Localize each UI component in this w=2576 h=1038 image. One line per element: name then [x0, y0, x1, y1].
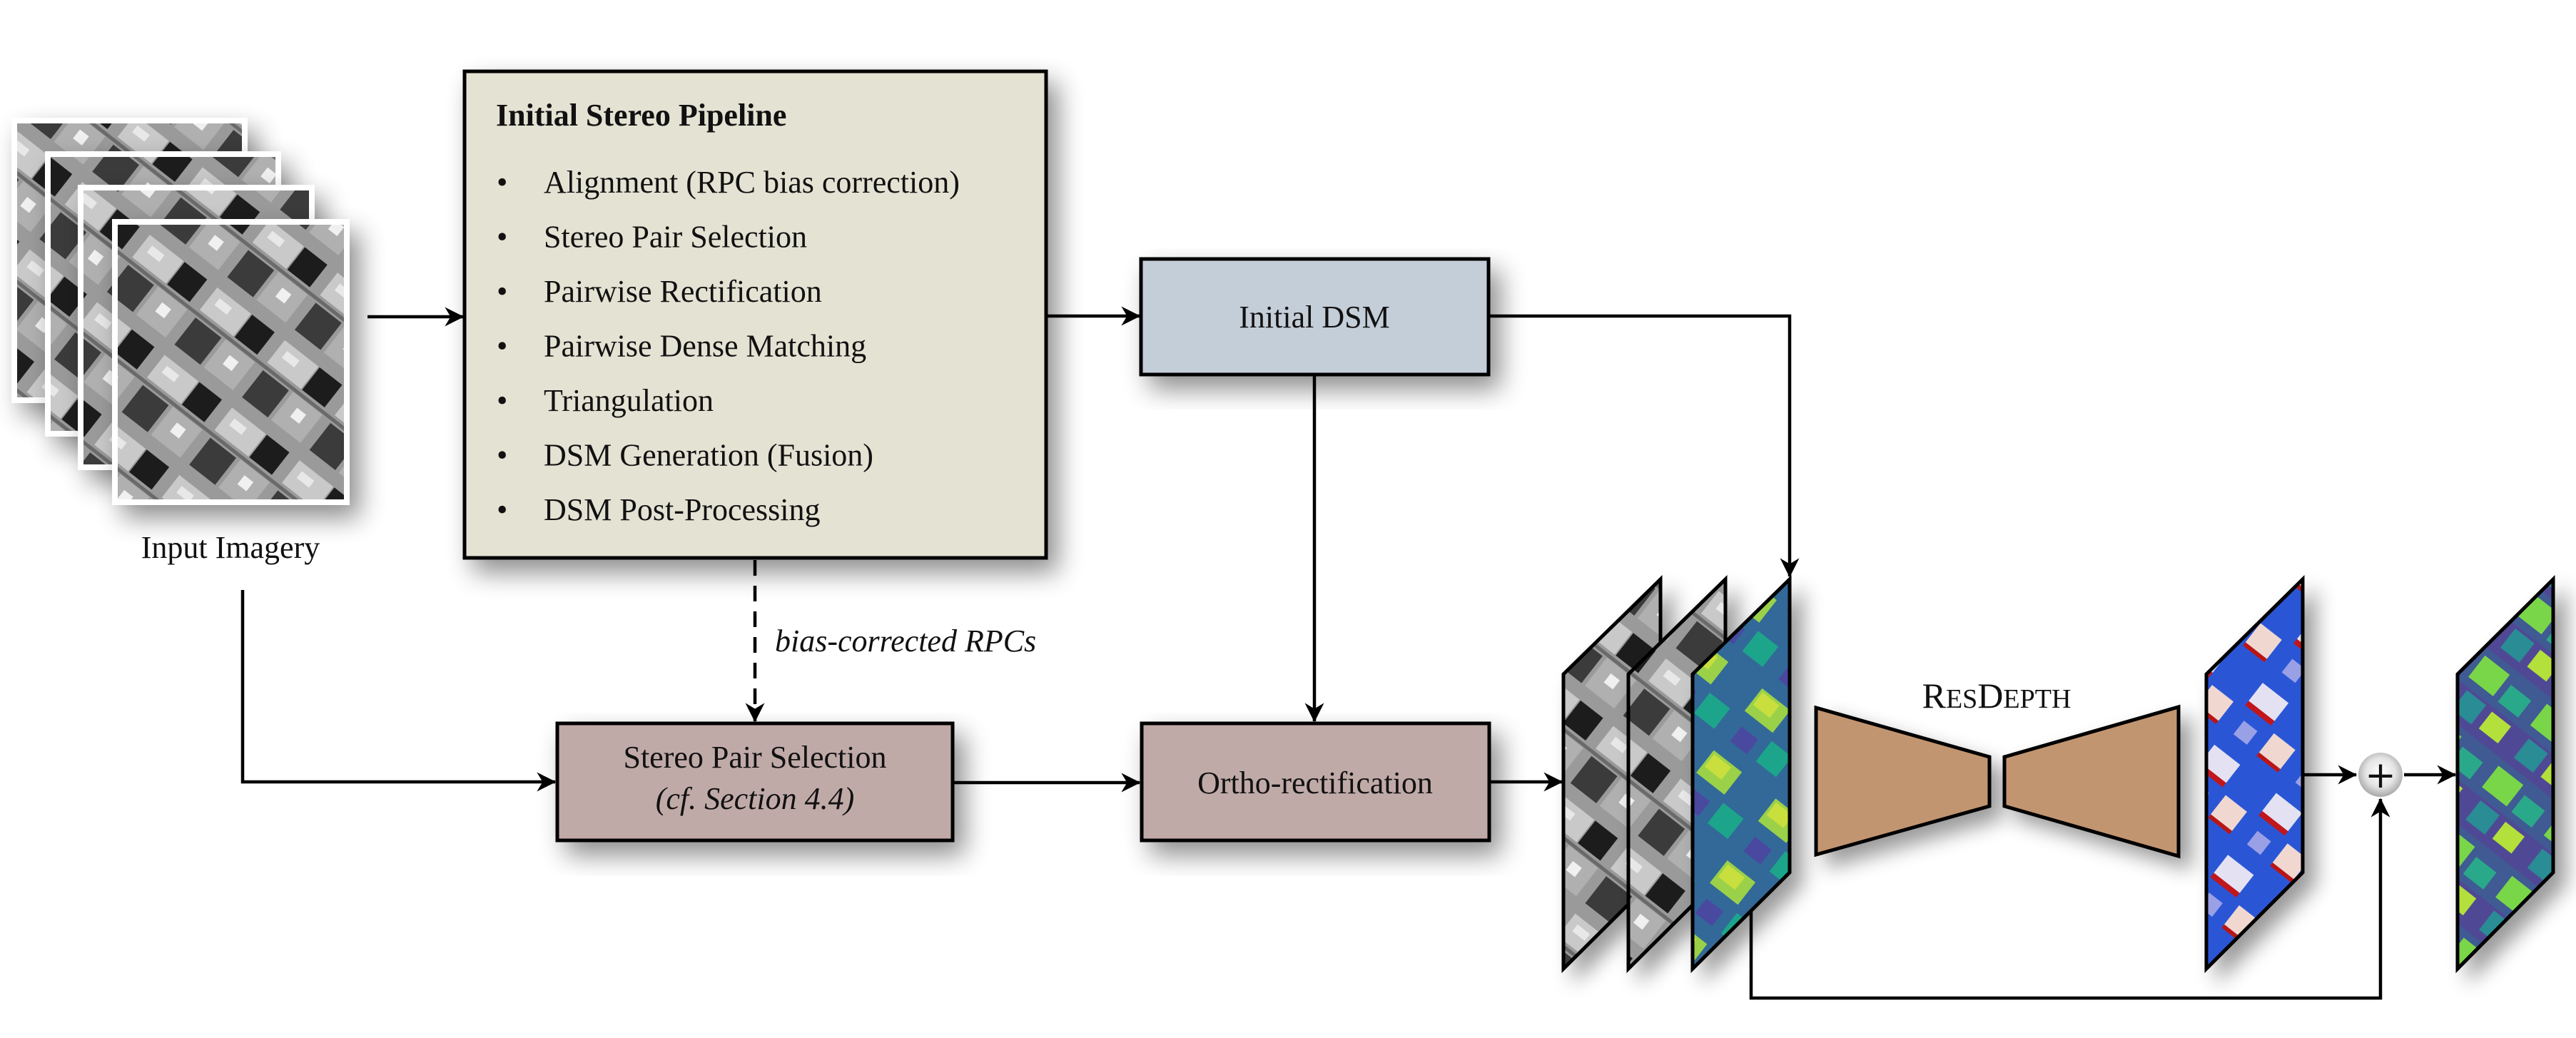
arrow-input-to-stereo-selection	[240, 590, 557, 792]
sum-circle	[2358, 753, 2403, 797]
pipeline-item-bullet: •	[497, 165, 507, 200]
plus-icon: +	[2365, 754, 2396, 797]
sum-node: +	[2358, 753, 2403, 797]
initial-dsm-box: Initial DSM	[1139, 257, 1491, 377]
pipeline-item-bullet: •	[497, 220, 507, 255]
stereo-pair-selection-box: Stereo Pair Selection (cf. Section 4.4)	[555, 721, 955, 843]
initial-dsm-layer	[1690, 575, 1792, 974]
initial-dsm-box-bg	[1139, 257, 1491, 377]
pipeline-item: DSM Post-Processing	[544, 492, 821, 527]
resdepth-label-part: ES	[1946, 684, 1977, 714]
pipeline-item: DSM Generation (Fusion)	[544, 438, 873, 473]
pipeline-item-bullet: •	[497, 383, 507, 418]
resdepth-label-part: EPTH	[2003, 684, 2071, 714]
stereo-selection-box-bg	[555, 721, 955, 843]
resdepth-label-part: R	[1922, 676, 1947, 716]
pipeline-item: Pairwise Rectification	[544, 274, 822, 309]
decoder-trapezoid	[2002, 704, 2181, 859]
ortho-rectification-label: Ortho-rectification	[1197, 765, 1433, 800]
initial-dsm-label: Initial DSM	[1239, 300, 1389, 335]
input-imagery-stack	[11, 118, 350, 505]
resdepth-network: RESDEPTH	[1814, 676, 2181, 859]
connectors	[240, 306, 2457, 1000]
pipeline-item: Stereo Pair Selection	[544, 220, 807, 255]
pipeline-box-bg	[462, 69, 1048, 560]
residual-output-layer	[2204, 575, 2305, 974]
ortho-box-bg	[1140, 721, 1491, 843]
pipeline-item-bullet: •	[497, 329, 507, 364]
pipeline-item: Pairwise Dense Matching	[544, 329, 866, 364]
refined-dsm-output-layer	[2455, 574, 2555, 974]
pipeline-title: Initial Stereo Pipeline	[496, 98, 786, 133]
arrow-initial-dsm-to-network-input	[1490, 314, 1800, 578]
resdepth-label-part: D	[1977, 676, 2003, 716]
input-imagery-label: Input Imagery	[141, 530, 320, 565]
pipeline-item-bullet: •	[497, 438, 507, 473]
skip-connection	[1749, 798, 2390, 1000]
dashed-edge-label: bias-corrected RPCs	[775, 624, 1036, 658]
pipeline-item: Alignment (RPC bias correction)	[544, 165, 960, 200]
network-input-stack	[1561, 575, 1792, 974]
pipeline-item: Triangulation	[544, 383, 714, 418]
input-image-frame	[112, 219, 350, 505]
encoder-trapezoid	[1814, 705, 1992, 858]
initial-stereo-pipeline-box: Initial Stereo Pipeline • Alignment (RPC …	[462, 69, 1048, 560]
pipeline-item-bullet: •	[497, 492, 507, 527]
resdepth-label: RESDEPTH	[1922, 676, 2072, 716]
stereo-selection-reference: (cf. Section 4.4)	[656, 781, 855, 816]
pipeline-item-bullet: •	[497, 274, 507, 309]
pipeline-item-list: • Alignment (RPC bias correction) • Stereo …	[497, 165, 960, 527]
ortho-rectification-box: Ortho-rectification	[1140, 721, 1491, 843]
stereo-selection-label: Stereo Pair Selection	[623, 740, 886, 775]
